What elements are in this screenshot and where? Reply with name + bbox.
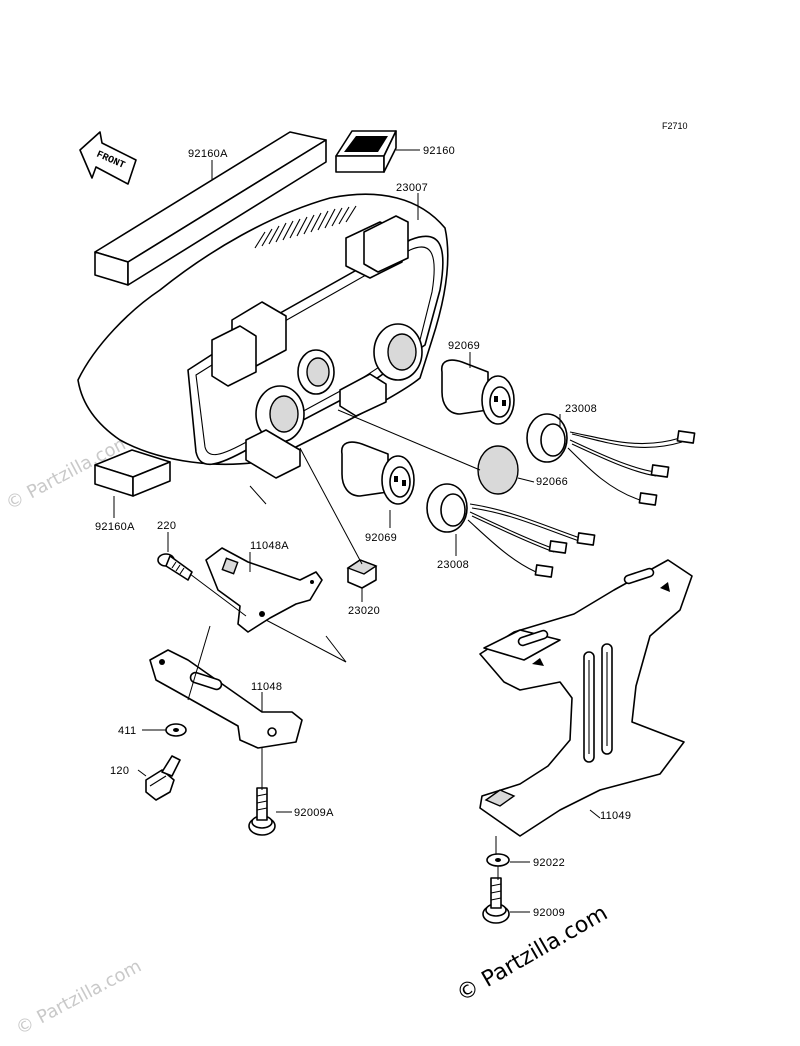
bolt-120 — [145, 755, 181, 801]
callout-23008-bottom: 23008 — [437, 559, 469, 571]
callout-92069-bottom: 92069 — [365, 532, 397, 544]
callout-92160: 92160 — [423, 145, 455, 157]
callout-92009: 92009 — [533, 907, 565, 919]
nut — [346, 559, 378, 589]
callout-92022: 92022 — [533, 857, 565, 869]
rubber-cap — [477, 445, 519, 495]
callout-92066: 92066 — [536, 476, 568, 488]
callout-411: 411 — [118, 725, 136, 737]
socket-upper — [526, 413, 696, 506]
callout-92160A-bottom: 92160A — [95, 521, 135, 533]
callout-23007: 23007 — [396, 182, 428, 194]
rubber-pad — [335, 130, 397, 173]
washer-411 — [165, 723, 187, 737]
callout-11049: 11049 — [600, 810, 631, 822]
foam-block-bottom — [94, 449, 171, 497]
callout-labels: 92160A 92160 23007 92069 23008 92066 920… — [95, 145, 631, 919]
bracket-11048A — [205, 547, 323, 633]
bolt-220 — [157, 553, 193, 581]
bracket-11048 — [149, 649, 303, 749]
leader-lines — [113, 149, 601, 913]
callout-92009A: 92009A — [294, 807, 334, 819]
callout-120: 120 — [110, 765, 129, 777]
washer-92022 — [486, 853, 510, 867]
screw-92009A — [248, 787, 276, 836]
foam-strip-top — [94, 131, 327, 286]
bracket-11049 — [479, 559, 693, 837]
socket-lower — [426, 483, 596, 578]
figure-code: F2710 — [662, 121, 688, 131]
housing-ribs — [254, 205, 357, 249]
bulb-lower — [340, 441, 415, 505]
callout-92069-top: 92069 — [448, 340, 480, 352]
callout-92160A-top: 92160A — [188, 148, 228, 160]
bulb-upper — [440, 359, 515, 425]
tail-light-housing — [77, 193, 449, 479]
screw-92009 — [482, 877, 510, 924]
callout-11048A: 11048A — [250, 540, 289, 552]
callout-23008-top: 23008 — [565, 403, 597, 415]
watermark-faint-2: © Partzilla.com — [12, 956, 145, 1040]
front-arrow-icon: FRONT — [79, 131, 137, 185]
callout-23020: 23020 — [348, 605, 380, 617]
callout-11048: 11048 — [251, 681, 282, 693]
callout-220: 220 — [157, 520, 176, 532]
